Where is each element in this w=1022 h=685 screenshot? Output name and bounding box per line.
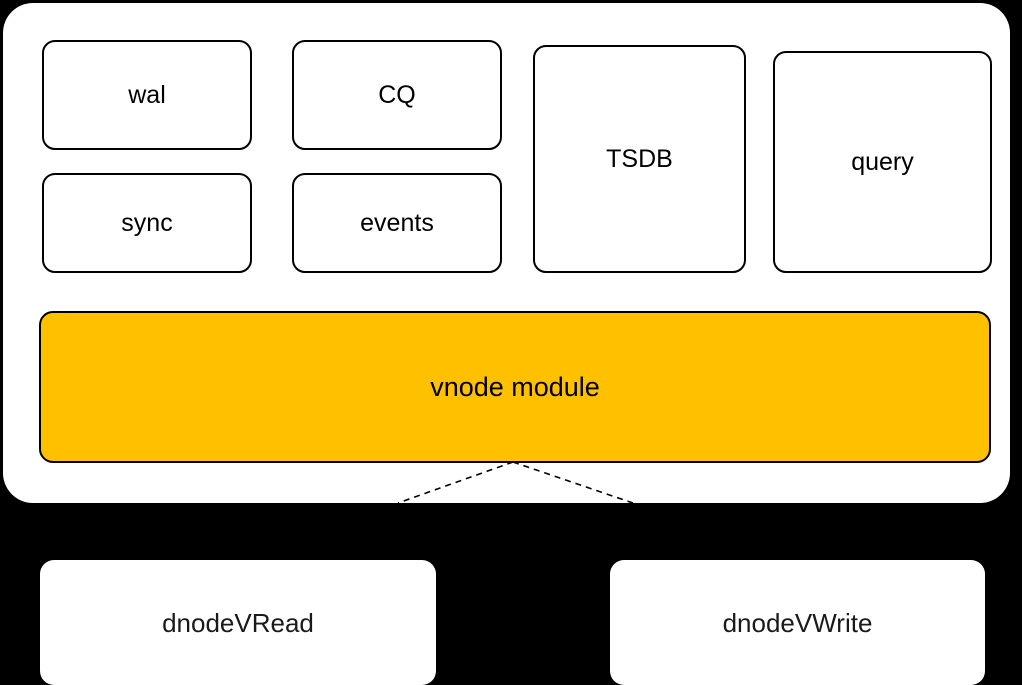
connector-line-to-dnodevread [397,461,514,503]
module-box-tsdb[interactable]: TSDB [533,45,746,273]
module-box-events[interactable]: events [292,173,502,273]
module-label-sync: sync [121,208,173,237]
module-box-cq[interactable]: CQ [292,40,502,150]
module-label-wal: wal [128,80,166,109]
vnode-container-panel: wal CQ sync events TSDB query vnode modu… [3,3,1010,503]
dnode-vread-box[interactable]: dnodeVRead [40,560,436,685]
module-label-tsdb: TSDB [606,144,673,173]
vnode-module-bar[interactable]: vnode module [39,311,991,463]
diagram-canvas: wal CQ sync events TSDB query vnode modu… [3,3,1010,685]
dnode-vread-label: dnodeVRead [162,607,314,638]
dnode-vwrite-box[interactable]: dnodeVWrite [610,560,985,685]
module-box-wal[interactable]: wal [42,40,252,150]
vnode-module-label: vnode module [430,371,600,402]
module-label-events: events [360,208,434,237]
module-box-query[interactable]: query [773,51,992,273]
module-label-query: query [851,147,914,176]
module-label-cq: CQ [378,80,416,109]
connector-line-to-dnodevwrite [512,461,634,503]
module-box-sync[interactable]: sync [42,173,252,273]
dnode-vwrite-label: dnodeVWrite [722,607,873,638]
